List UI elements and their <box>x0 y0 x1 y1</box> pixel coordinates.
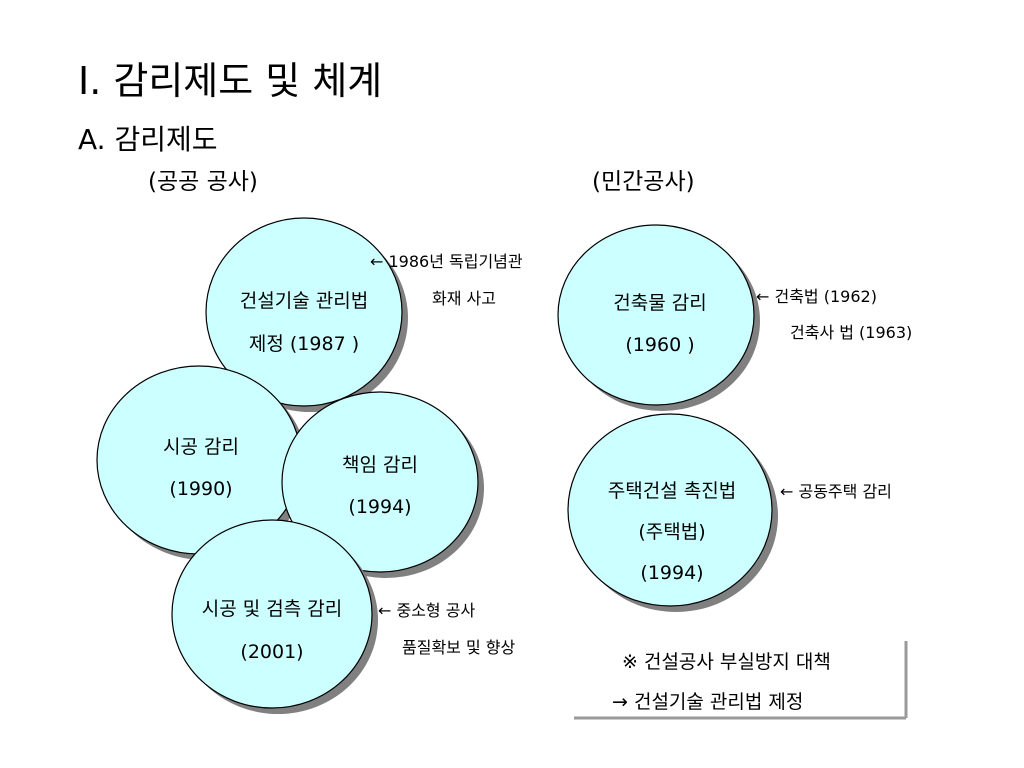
callout-line: → 건설기술 관리법 제정 <box>612 691 803 713</box>
callout-line: ※ 건설공사 부실방지 대책 <box>622 651 831 673</box>
note-line: ← 중소형 공사 <box>378 601 475 620</box>
note-line: 화재 사고 <box>432 289 496 308</box>
note-line: 건축사 법 (1963) <box>790 323 912 342</box>
circle-housing-act: 주택건설 촉진법 (주택법) (1994) <box>567 413 778 612</box>
note-line: ← 건축법 (1962) <box>756 287 877 306</box>
note-independence-hall-fire: ← 1986년 독립기념관 화재 사고 <box>370 252 523 308</box>
private-works-heading: (민간공사) <box>592 169 695 195</box>
section-subtitle: A. 감리제도 <box>78 123 218 156</box>
note-small-medium-works: ← 중소형 공사 품질확보 및 향상 <box>378 601 515 657</box>
note-apartment-supervision: ← 공동주택 감리 <box>780 482 892 501</box>
circle-label: 주택건설 촉진법 <box>608 480 736 502</box>
circle-label: 건축물 감리 <box>613 292 706 314</box>
circle-year: (2001) <box>240 641 303 663</box>
circle-label: 시공 및 검측 감리 <box>202 598 342 620</box>
circle-year: (1994) <box>348 496 411 518</box>
note-line: 품질확보 및 향상 <box>402 638 515 657</box>
circle-construction-inspection: 시공 및 검측 감리 (2001) <box>171 519 378 714</box>
circle-label: 책임 감리 <box>342 454 418 476</box>
note-line: ← 1986년 독립기념관 <box>370 252 523 271</box>
circle-year: (1994) <box>640 562 703 584</box>
circle-responsible-supervision: 책임 감리 (1994) <box>281 391 484 578</box>
circle-label: 시공 감리 <box>163 436 239 458</box>
note-building-act: ← 건축법 (1962) 건축사 법 (1963) <box>756 287 912 342</box>
callout-box: ※ 건설공사 부실방지 대책 → 건설기술 관리법 제정 <box>574 641 908 720</box>
circle-year: (1990) <box>169 478 232 500</box>
circle-building-supervision: 건축물 감리 (1960 ) <box>557 224 760 411</box>
public-works-heading: (공공 공사) <box>148 169 258 195</box>
circle-sublabel: (주택법) <box>638 521 705 543</box>
note-line: ← 공동주택 감리 <box>780 482 892 501</box>
circle-year: 제정 (1987 ) <box>249 333 359 355</box>
circle-construction-tech-act: 건설기술 관리법 제정 (1987 ) <box>205 217 408 412</box>
page-title: I. 감리제도 및 체계 <box>78 59 383 103</box>
circle-label: 건설기술 관리법 <box>240 290 368 312</box>
circle-year: (1960 ) <box>625 334 694 356</box>
